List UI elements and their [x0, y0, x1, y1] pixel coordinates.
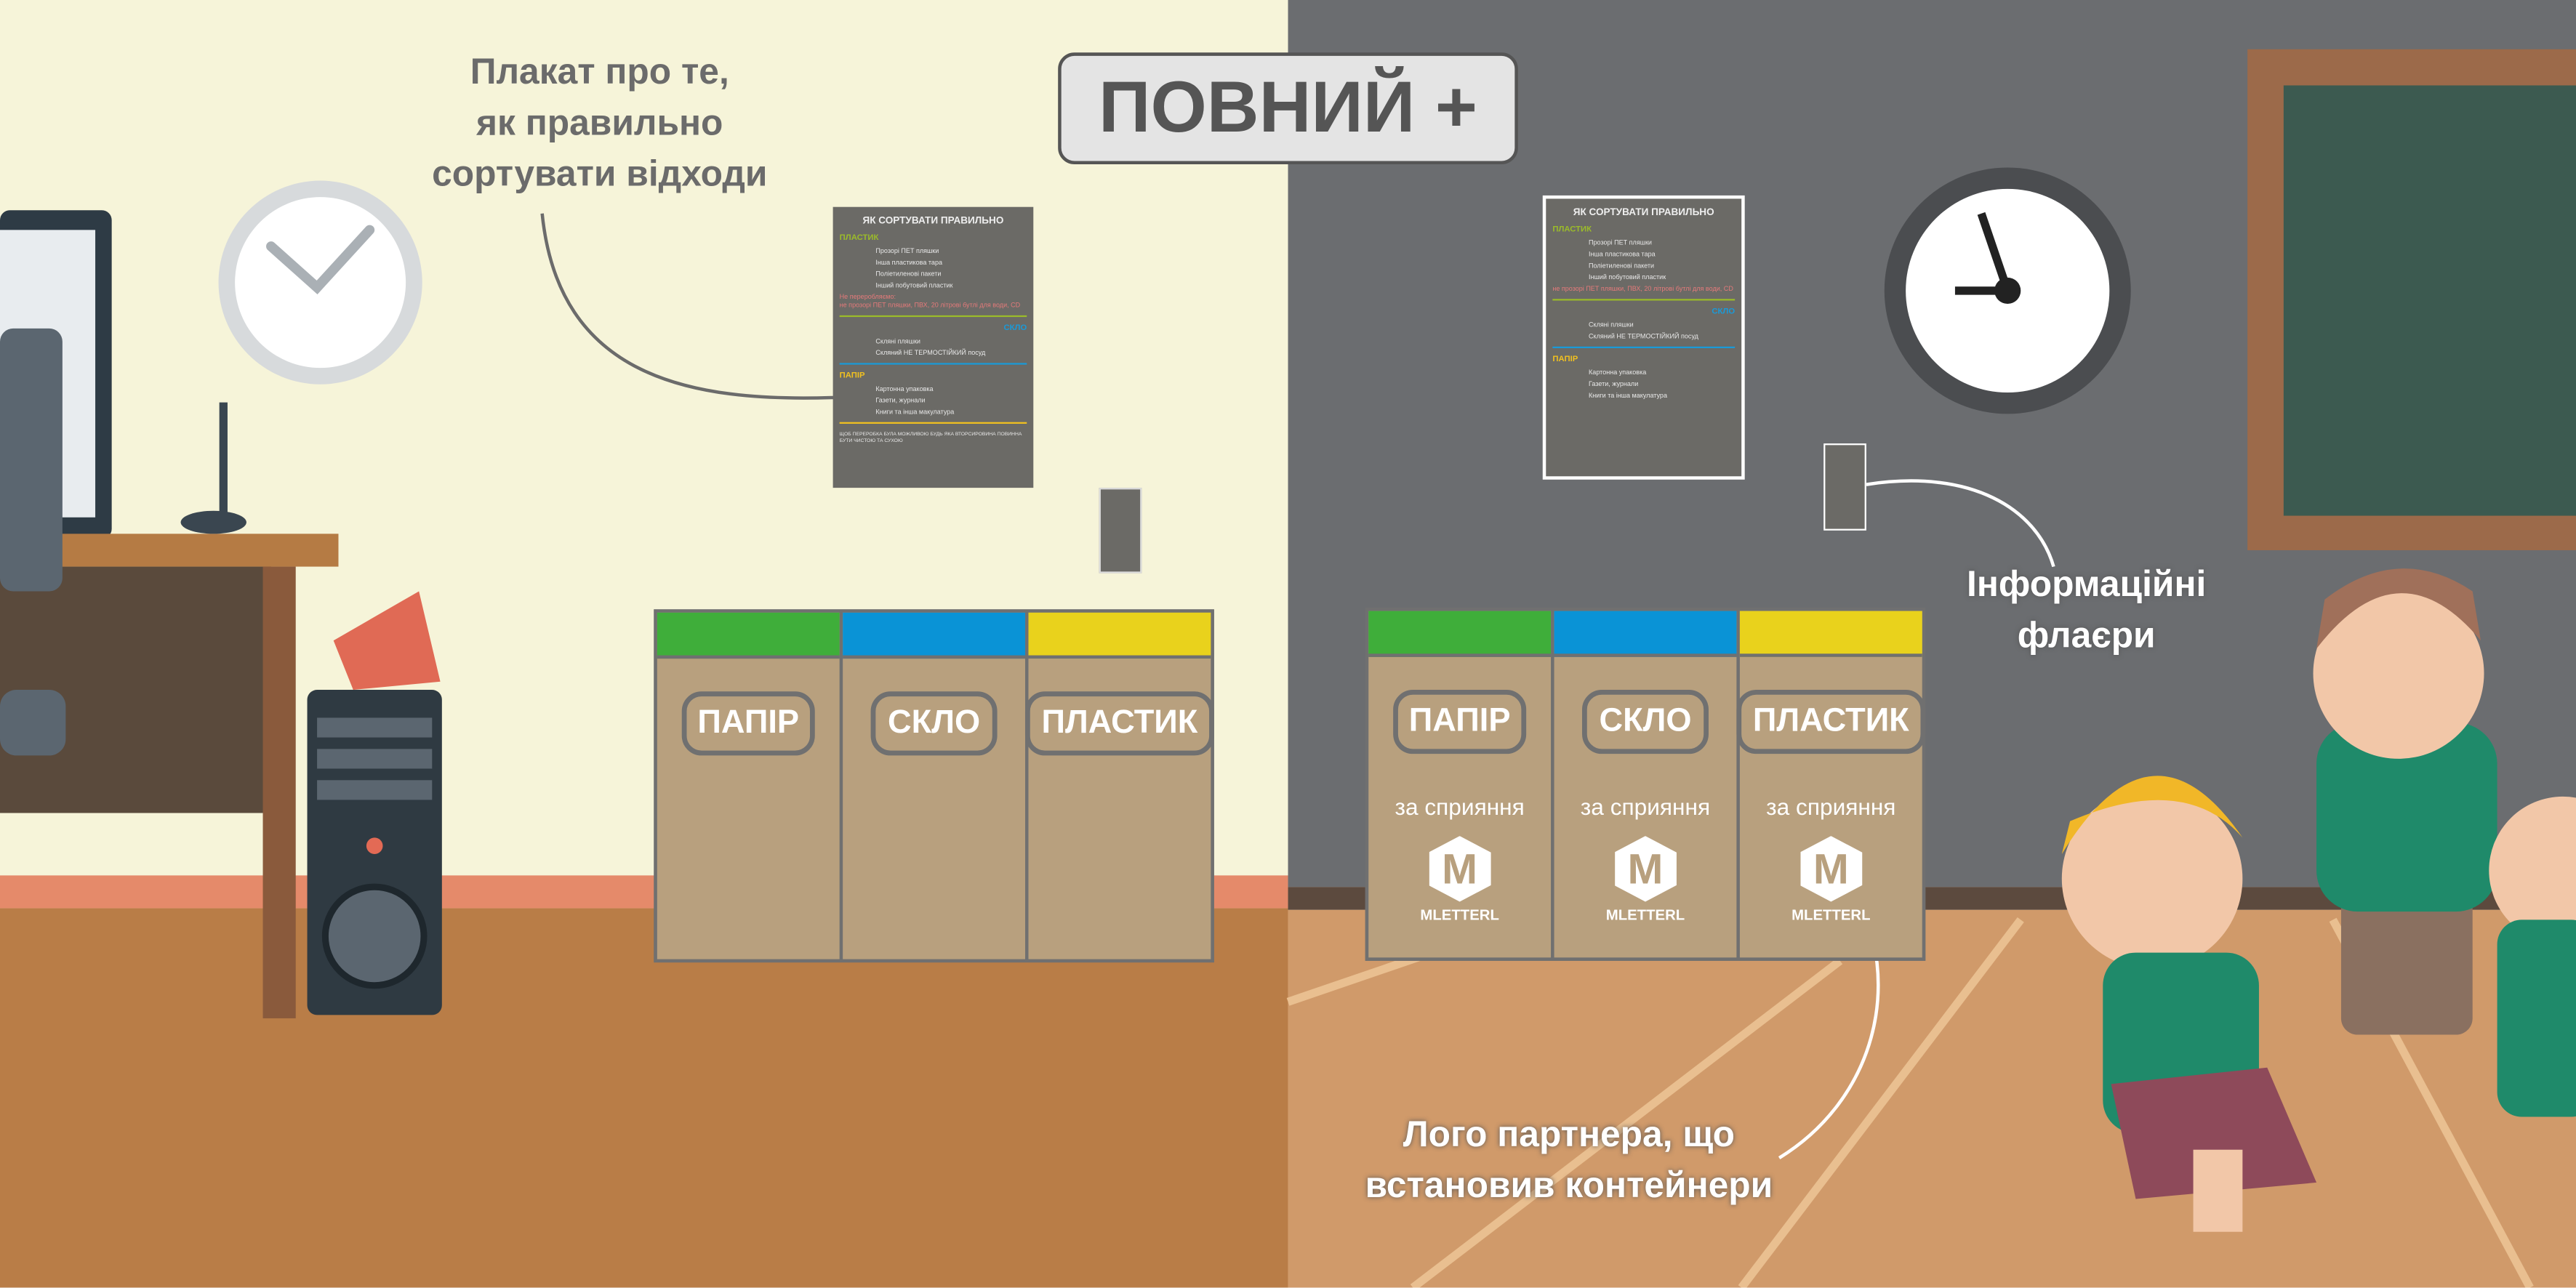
poster-item: Газети, журнали — [1589, 379, 1639, 388]
poster-paper-title: ПАПІР — [839, 371, 865, 382]
annotation-line: сортувати відходи — [432, 153, 768, 194]
annotation-line: Інформаційні — [1967, 563, 2207, 605]
sponsor-text: за сприяння — [1766, 793, 1896, 820]
poster-plastic-title: ПЛАСТИК — [1552, 225, 1592, 236]
poster-item: Прозорі ПЕТ пляшки — [1589, 238, 1652, 246]
poster-glass-title: СКЛО — [1712, 307, 1736, 318]
partner-logo-icon: M — [1799, 836, 1863, 902]
poster-annotation: Плакат про те, як правильно сортувати ві… — [378, 46, 822, 198]
poster-item: Картонна упаковка — [875, 384, 934, 393]
sponsor-text: за сприяння — [1580, 793, 1711, 820]
bins-basic: ПАПІР СКЛО ПЛАСТИК — [654, 609, 1214, 963]
partner-logo-icon: M — [1428, 836, 1491, 902]
bin-label: СКЛО — [1582, 690, 1709, 754]
poster-warning: не прозорі ПЕТ пляшки, ПВХ, 20 літрові б… — [1552, 283, 1733, 293]
poster-item: Газети, журнали — [875, 395, 926, 404]
bin-label: ПЛАСТИК — [1736, 690, 1926, 754]
flyers-annotation: Інформаційні флаєри — [1938, 558, 2234, 660]
poster-warning-title: Не переробляємо: — [839, 292, 896, 301]
poster-item: Прозорі ПЕТ пляшки — [875, 246, 939, 255]
poster-item: Інша пластикова тара — [875, 257, 943, 267]
poster-item: Книги та інша макулатура — [875, 407, 955, 416]
poster-item: Поліетиленові пакети — [1589, 261, 1655, 270]
annotation-line: Плакат про те, — [470, 51, 729, 92]
partner-logo-text: MLETTERL — [1791, 906, 1871, 923]
poster-pointer-line — [540, 213, 835, 400]
poster-item: Скляний НЕ ТЕРМОСТІЙКИЙ посуд — [1589, 331, 1698, 340]
desk — [0, 210, 339, 1018]
bin-lid — [657, 612, 840, 659]
bin-label: ПЛАСТИК — [1024, 691, 1214, 756]
bin-lid — [1739, 611, 1922, 657]
annotation-line: як правильно — [476, 102, 723, 143]
wall-clock-left — [218, 180, 422, 385]
poster-item: Інший побутовий пластик — [1589, 273, 1666, 281]
flyer-right — [1823, 443, 1866, 531]
poster-heading: ЯК СОРТУВАТИ ПРАВИЛЬНО — [1573, 208, 1714, 219]
poster-warning: не прозорі ПЕТ пляшки, ПВХ, 20 літрові б… — [839, 300, 1021, 309]
logo-annotation: Лого партнера, що встановив контейнери — [1298, 1108, 1840, 1210]
sponsor-text: за сприяння — [1395, 793, 1525, 820]
poster-glass-title: СКЛО — [1003, 323, 1027, 334]
poster-footer: ЩОБ ПЕРЕРОБКА БУЛА МОЖЛИВОЮ БУДЬ ЯКА ВТО… — [839, 430, 1022, 444]
poster-item: Скляний НЕ ТЕРМОСТІЙКИЙ посуд — [875, 348, 986, 357]
bin-lid — [1554, 611, 1737, 657]
left-floor — [0, 908, 1288, 1288]
wall-clock-right — [1884, 167, 2131, 414]
annotation-line: встановив контейнери — [1365, 1164, 1773, 1206]
poster-item: Книги та інша макулатура — [1589, 390, 1667, 400]
flyer-left — [1099, 488, 1142, 573]
poster-item: Картонна упаковка — [1589, 368, 1647, 377]
bin-label: ПАПІР — [681, 691, 816, 756]
poster-plastic-title: ПЛАСТИК — [839, 233, 879, 243]
page-title: ПОВНИЙ + — [1058, 52, 1518, 164]
bin-glass: СКЛО — [843, 612, 1025, 959]
bin-label: СКЛО — [871, 691, 997, 756]
bin-lid — [843, 612, 1025, 659]
bin-plastic: ПЛАСТИК — [1024, 612, 1214, 959]
poster-paper-title: ПАПІР — [1552, 355, 1578, 365]
bin-lid — [1368, 611, 1552, 657]
poster-item: Інша пластикова тара — [1589, 249, 1656, 258]
poster-item: Скляні пляшки — [875, 337, 920, 345]
computer-tower — [307, 591, 442, 1015]
poster-item: Поліетиленові пакети — [875, 269, 942, 278]
partner-logo-icon: M — [1614, 836, 1677, 902]
poster-item: Скляні пляшки — [1589, 320, 1634, 329]
annotation-line: флаєри — [2017, 614, 2156, 656]
sorting-poster-right: ЯК СОРТУВАТИ ПРАВИЛЬНО ПЛАСТИК Прозорі П… — [1542, 195, 1745, 480]
poster-item: Інший побутовий пластик — [875, 281, 953, 289]
annotation-line: Лого партнера, що — [1403, 1114, 1735, 1155]
children-illustration — [2061, 568, 2576, 1232]
bin-paper: ПАПІР — [657, 612, 840, 959]
bin-lid — [1028, 612, 1211, 659]
poster-heading: ЯК СОРТУВАТИ ПРАВИЛЬНО — [862, 217, 1004, 227]
chalkboard — [2247, 49, 2576, 550]
sorting-poster-left: ЯК СОРТУВАТИ ПРАВИЛЬНО ПЛАСТИК Прозорі П… — [832, 206, 1034, 488]
partner-logo-text: MLETTERL — [1605, 906, 1685, 923]
bin-label: ПАПІР — [1392, 690, 1528, 754]
flyers-pointer-line — [1866, 479, 2055, 568]
partner-logo-text: MLETTERL — [1420, 906, 1499, 923]
